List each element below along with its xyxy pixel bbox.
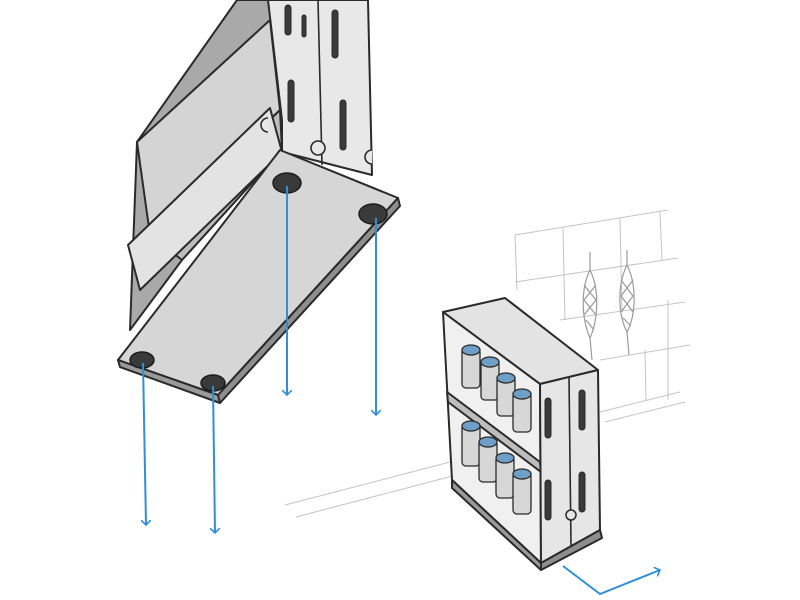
spice-jar [480, 356, 500, 401]
small-organizer-side-slots [544, 389, 586, 521]
spice-jar [512, 468, 532, 515]
spice-jar [461, 344, 481, 389]
arrow-down-icon [213, 385, 215, 533]
slide-out-arrow [562, 565, 660, 596]
foot-pad-rear-right [358, 203, 388, 225]
hanging-utensils-sketch [582, 250, 635, 361]
spice-jar [478, 436, 498, 483]
foot-pad-front-left [129, 351, 155, 369]
arrow-down-icon [143, 362, 146, 525]
placement-arrows [143, 186, 376, 533]
large-organizer-unit [117, 0, 401, 404]
background-wall-sketch [284, 209, 691, 518]
spice-jar [495, 452, 515, 499]
foot-pads [129, 172, 388, 392]
spice-jars [461, 344, 532, 515]
organizer-side-slots [260, 4, 373, 165]
spice-jar [461, 420, 481, 467]
spice-jar [512, 388, 532, 433]
spice-jar [496, 372, 516, 417]
arrow-right-icon [562, 565, 660, 596]
